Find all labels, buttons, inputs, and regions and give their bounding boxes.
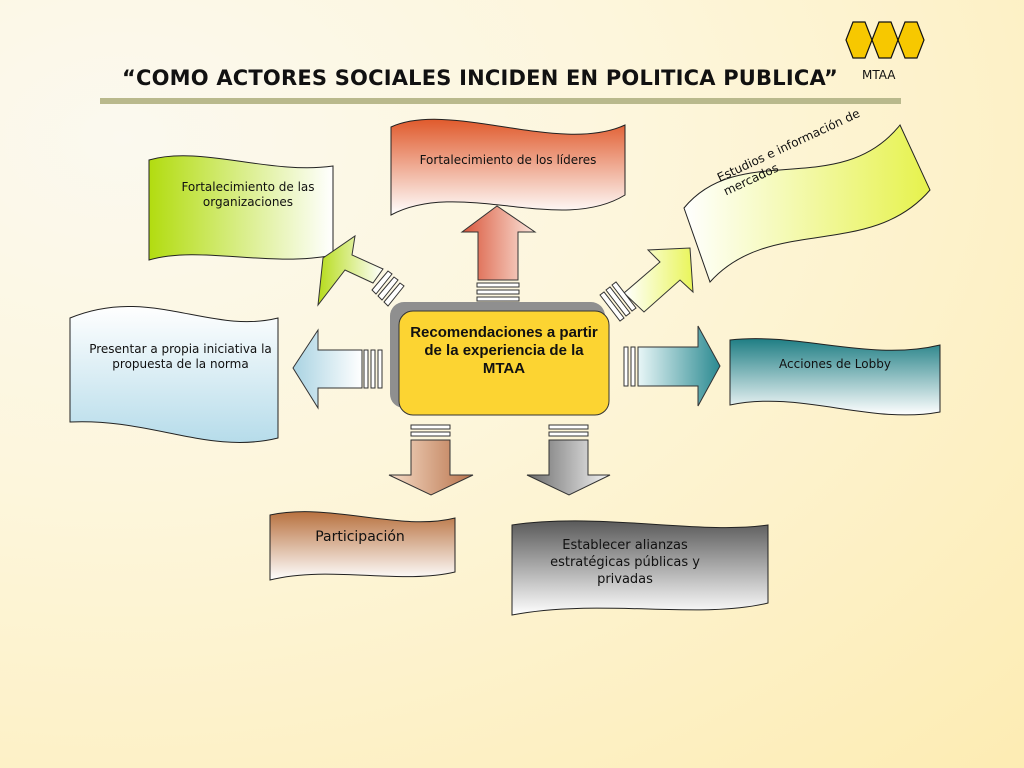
logo-hex-1 (845, 21, 873, 59)
logo-hex-3 (897, 21, 925, 59)
page-title: “COMO ACTORES SOCIALES INCIDEN EN POLITI… (122, 66, 838, 90)
arrow-up-lideres (460, 205, 537, 302)
node-lobby-shape (729, 338, 941, 416)
node-lideres-label: Fortalecimiento de los líderes (419, 153, 597, 167)
node-iniciativa-shape (69, 305, 279, 443)
mtaa-logo (845, 21, 925, 59)
node-alianzas-label: Establecer alianzas estratégicas pública… (550, 538, 700, 587)
arrow-lobby (623, 325, 721, 407)
node-participacion-shape (269, 511, 456, 581)
node-participacion-label: Participación (315, 529, 405, 545)
logo-hex-2 (871, 21, 899, 59)
title-divider (100, 98, 901, 104)
arrow-iniciativa (292, 328, 383, 410)
arrow-organizaciones (317, 234, 405, 307)
arrow-alianzas (526, 424, 611, 496)
center-label: Recomendaciones a partir de la experienc… (410, 324, 598, 377)
node-alianzas-shape (511, 520, 769, 616)
arrow-participacion (388, 424, 474, 496)
node-estudios-shape (683, 124, 931, 283)
node-iniciativa-label: Presentar a propia iniciativa la propues… (89, 342, 272, 371)
center-box (398, 310, 610, 416)
brand-label: MTAA (862, 68, 896, 82)
node-lobby-label: Acciones de Lobby (779, 357, 891, 371)
node-organizaciones-label: Fortalecimiento de las organizaciones (181, 180, 315, 209)
arrow-estudios (599, 247, 694, 322)
node-lideres-shape (390, 118, 626, 216)
